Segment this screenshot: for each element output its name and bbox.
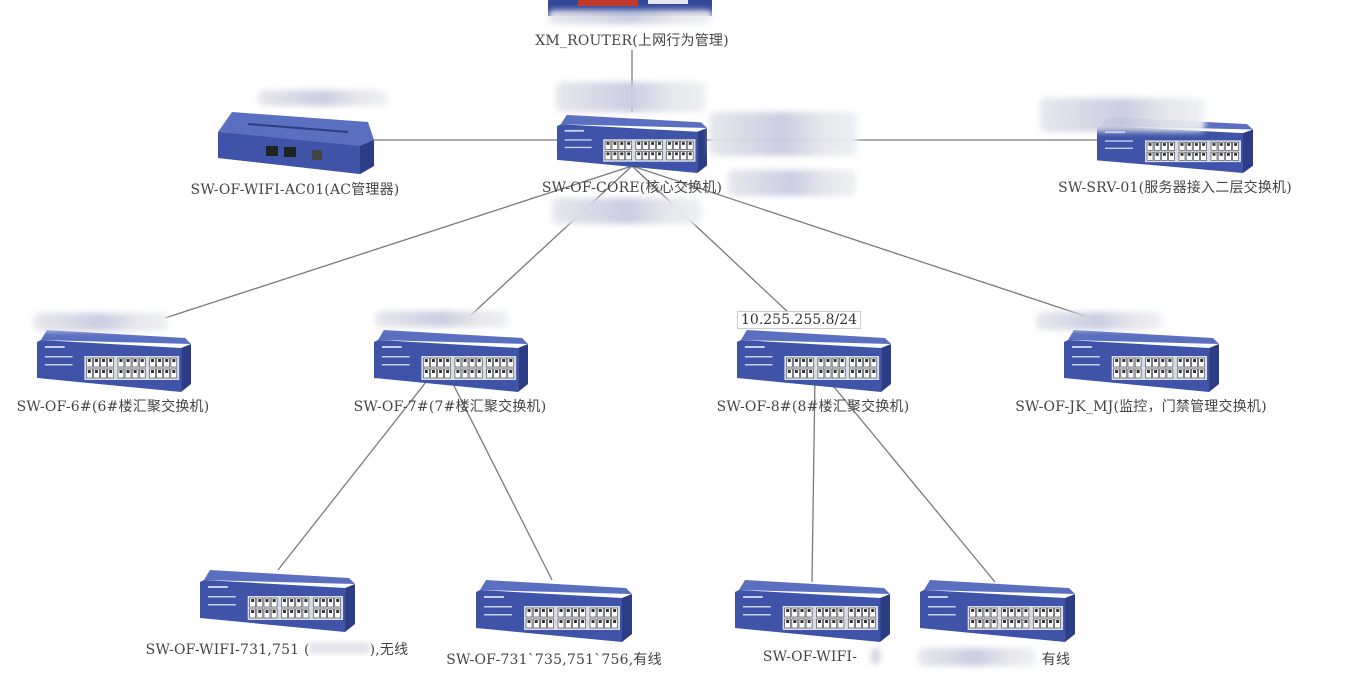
redacted-area <box>375 311 509 327</box>
wifi8-label: SW-OF-WIFI- <box>762 649 858 665</box>
redacted-area <box>728 170 856 196</box>
router-label: XM_ROUTER(上网行为管理) <box>535 33 729 49</box>
redacted-area <box>556 82 706 112</box>
redacted-area <box>918 648 1036 666</box>
redacted-area <box>1036 312 1162 330</box>
wifi731-label-b: ),无线 <box>369 642 409 658</box>
sw7-switch[interactable] <box>374 328 528 392</box>
sw6-switch[interactable] <box>37 328 191 392</box>
link-sw7-wifi731 <box>277 367 438 571</box>
redacted-area <box>258 90 388 106</box>
link-sw7-sw731 <box>444 367 553 581</box>
core-label: SW-OF-CORE(核心交换机) <box>541 180 723 196</box>
link-sw8-wifi8 <box>811 375 816 583</box>
redacted-area <box>552 198 702 224</box>
link-core-sw8 <box>631 165 791 315</box>
redacted-area <box>709 112 857 156</box>
sw8-switch[interactable] <box>737 328 891 392</box>
redacted-area <box>870 648 882 664</box>
link-core-sw7 <box>469 165 633 317</box>
link-core-jk <box>631 165 1086 317</box>
sw6-label: SW-OF-6#(6#楼汇聚交换机) <box>16 399 210 415</box>
sw8-label: SW-OF-8#(8#楼汇聚交换机) <box>716 399 910 415</box>
ac-controller[interactable] <box>218 110 374 174</box>
link-sw8-sw8wired <box>824 375 996 583</box>
wifi731-label-a: SW-OF-WIFI-731,751 ( <box>145 642 310 658</box>
core-switch[interactable] <box>557 113 707 173</box>
wifi731-label: SW-OF-WIFI-731,751 ( ),无线 <box>146 639 409 659</box>
srv-label: SW-SRV-01(服务器接入二层交换机) <box>1058 180 1292 196</box>
link-core-sw6 <box>164 165 633 319</box>
redacted-area <box>548 10 713 24</box>
redacted-area <box>1040 98 1205 132</box>
wifi8-switch[interactable] <box>735 578 890 642</box>
jk-label: SW-OF-JK_MJ(监控，门禁管理交换机) <box>1015 399 1267 415</box>
sw8wired-label: 有线 <box>1041 652 1071 668</box>
redacted-area <box>34 313 168 331</box>
sw731-switch[interactable] <box>476 578 632 642</box>
ac-label: SW-OF-WIFI-AC01(AC管理器) <box>190 182 400 198</box>
sw731-label: SW-OF-731`735,751`756,有线 <box>446 652 662 668</box>
jk-switch[interactable] <box>1064 328 1219 392</box>
sw8wired-switch[interactable] <box>920 578 1075 642</box>
sw8-ip-label: 10.255.255.8/24 <box>737 311 862 329</box>
wifi731-switch[interactable] <box>200 568 355 632</box>
sw7-label: SW-OF-7#(7#楼汇聚交换机) <box>353 399 547 415</box>
